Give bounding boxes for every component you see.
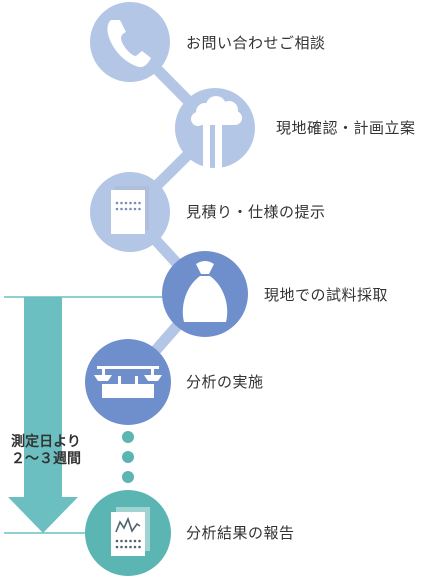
step-label-1: お問い合わせご相談 — [186, 34, 326, 52]
step-label-2: 現地確認・計画立案 — [276, 119, 416, 137]
duration-line-1: 測定日より — [11, 434, 81, 450]
step-label-3: 見積り・仕様の提示 — [186, 203, 326, 221]
duration-arrow — [8, 297, 78, 533]
phone-icon — [107, 20, 151, 68]
duration-label: 測定日より ２～３週間 — [0, 434, 92, 468]
balance-scale-icon — [94, 366, 162, 398]
step-label-4: 現地での試料採取 — [264, 286, 389, 304]
step-circle-1 — [90, 2, 170, 82]
factory-icon — [191, 96, 242, 169]
step-circle-3 — [90, 172, 170, 252]
sample-bag-icon — [182, 261, 228, 322]
step-circle-6 — [85, 490, 171, 576]
step-label-6: 分析結果の報告 — [186, 524, 295, 542]
report-chart-icon — [111, 507, 150, 556]
step-label-5: 分析の実施 — [186, 373, 264, 391]
step-circle-2 — [175, 88, 255, 169]
step-circle-5 — [85, 339, 171, 425]
duration-line-2: ２～３週間 — [11, 451, 81, 467]
step-circle-4 — [162, 251, 248, 337]
progress-dots — [122, 431, 134, 483]
document-icon — [111, 186, 149, 234]
